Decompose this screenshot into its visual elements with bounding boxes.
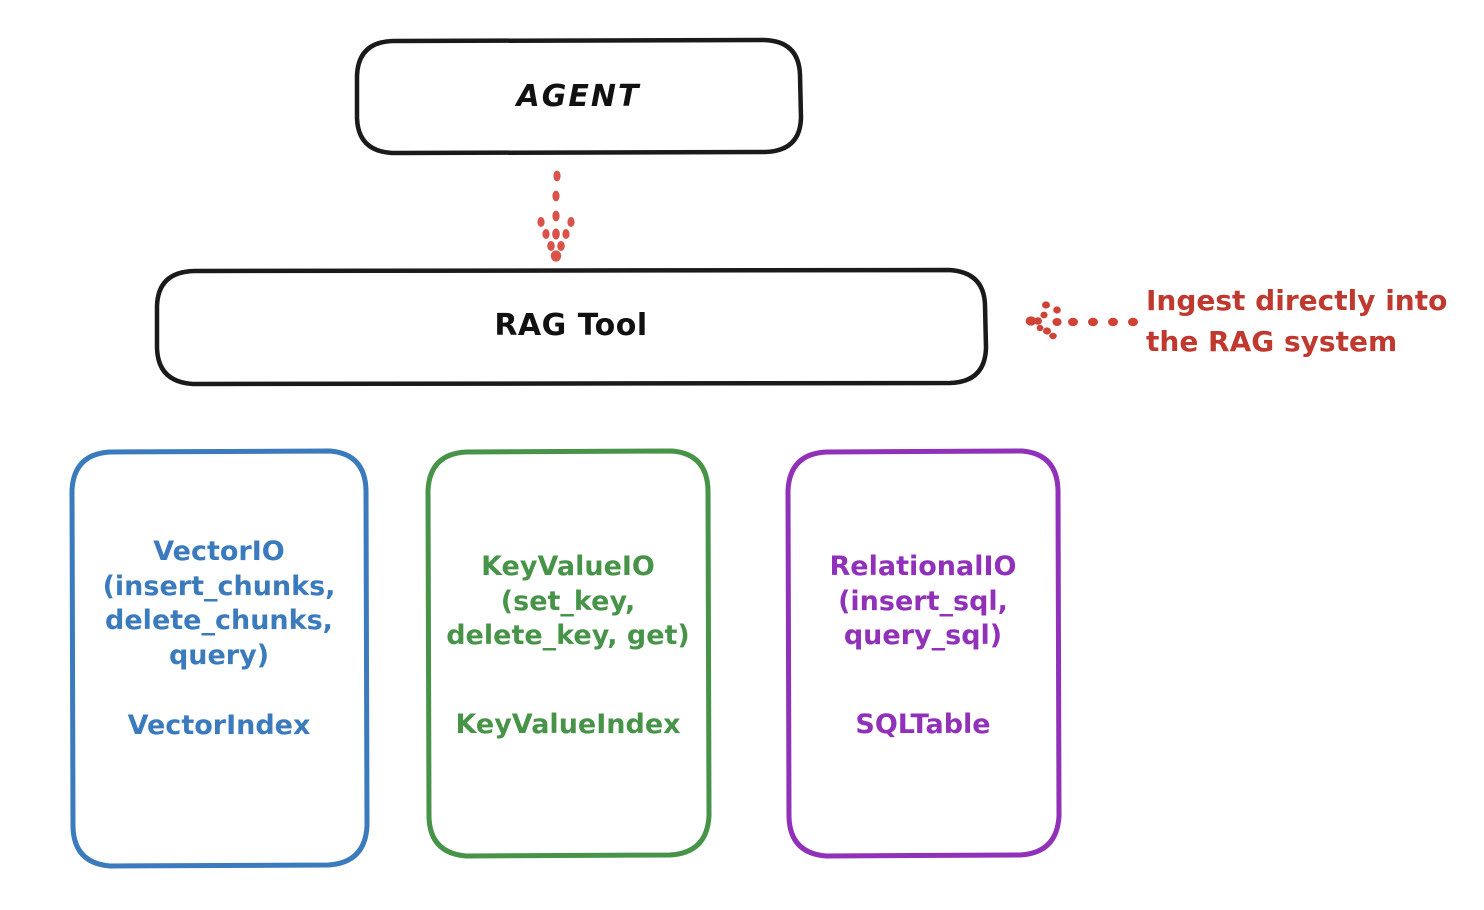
rag-tool-box[interactable]: [154, 267, 989, 387]
vectorindex-label: VectorIndex: [127, 710, 311, 741]
sqltable-label: SQLTable: [855, 709, 991, 740]
ingest-annotation-arrow: [1025, 301, 1138, 340]
vectorio-api-label: VectorIO (insert_chunks, delete_chunks, …: [102, 536, 336, 671]
ingest-annotation-label: Ingest directly into the RAG system: [1146, 284, 1448, 358]
rag-tool-label: RAG Tool: [494, 308, 648, 343]
vectorio-card[interactable]: [69, 448, 370, 869]
agent-to-rag-arrow: [537, 170, 575, 262]
keyvalueio-api-label: KeyValueIO (set_key, delete_key, get): [446, 551, 690, 652]
keyvalueio-card[interactable]: [425, 448, 712, 859]
relationalio-api-label: RelationalIO (insert_sql, query_sql): [829, 551, 1017, 652]
keyvalueindex-label: KeyValueIndex: [455, 709, 681, 740]
agent-label: AGENT: [516, 79, 641, 114]
relationalio-card[interactable]: [785, 448, 1062, 859]
agent-box[interactable]: [354, 37, 804, 156]
